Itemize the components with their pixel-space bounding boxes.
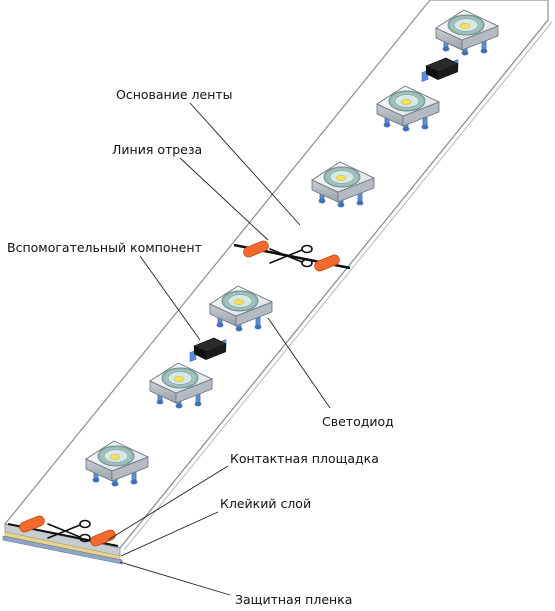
label-cut-line: Линия отреза xyxy=(112,142,202,157)
leader-contact-pad xyxy=(107,465,229,541)
tape-strip-right-edge xyxy=(119,19,549,549)
label-protective-film: Защитная пленка xyxy=(235,592,352,607)
leader-adhesive xyxy=(120,511,219,557)
tape-strip xyxy=(2,0,553,565)
leader-lines xyxy=(107,102,331,596)
leader-tape-base xyxy=(189,102,301,226)
leader-protective-film xyxy=(119,561,231,596)
leader-aux-component xyxy=(139,255,201,341)
leader-cut-line xyxy=(179,157,269,241)
label-led: Светодиод xyxy=(322,414,394,429)
cut-line-bottom xyxy=(7,514,119,548)
label-adhesive-layer: Клейкий слой xyxy=(220,496,311,511)
leader-led xyxy=(267,317,331,409)
label-tape-base: Основание ленты xyxy=(116,87,233,102)
label-aux-component: Вспомогательный компонент xyxy=(7,240,202,255)
protective-film-edge xyxy=(2,535,123,565)
label-contact-pad: Контактная площадка xyxy=(230,451,379,466)
tape-strip-right-shadow xyxy=(123,21,553,551)
cut-line-middle xyxy=(233,239,351,273)
